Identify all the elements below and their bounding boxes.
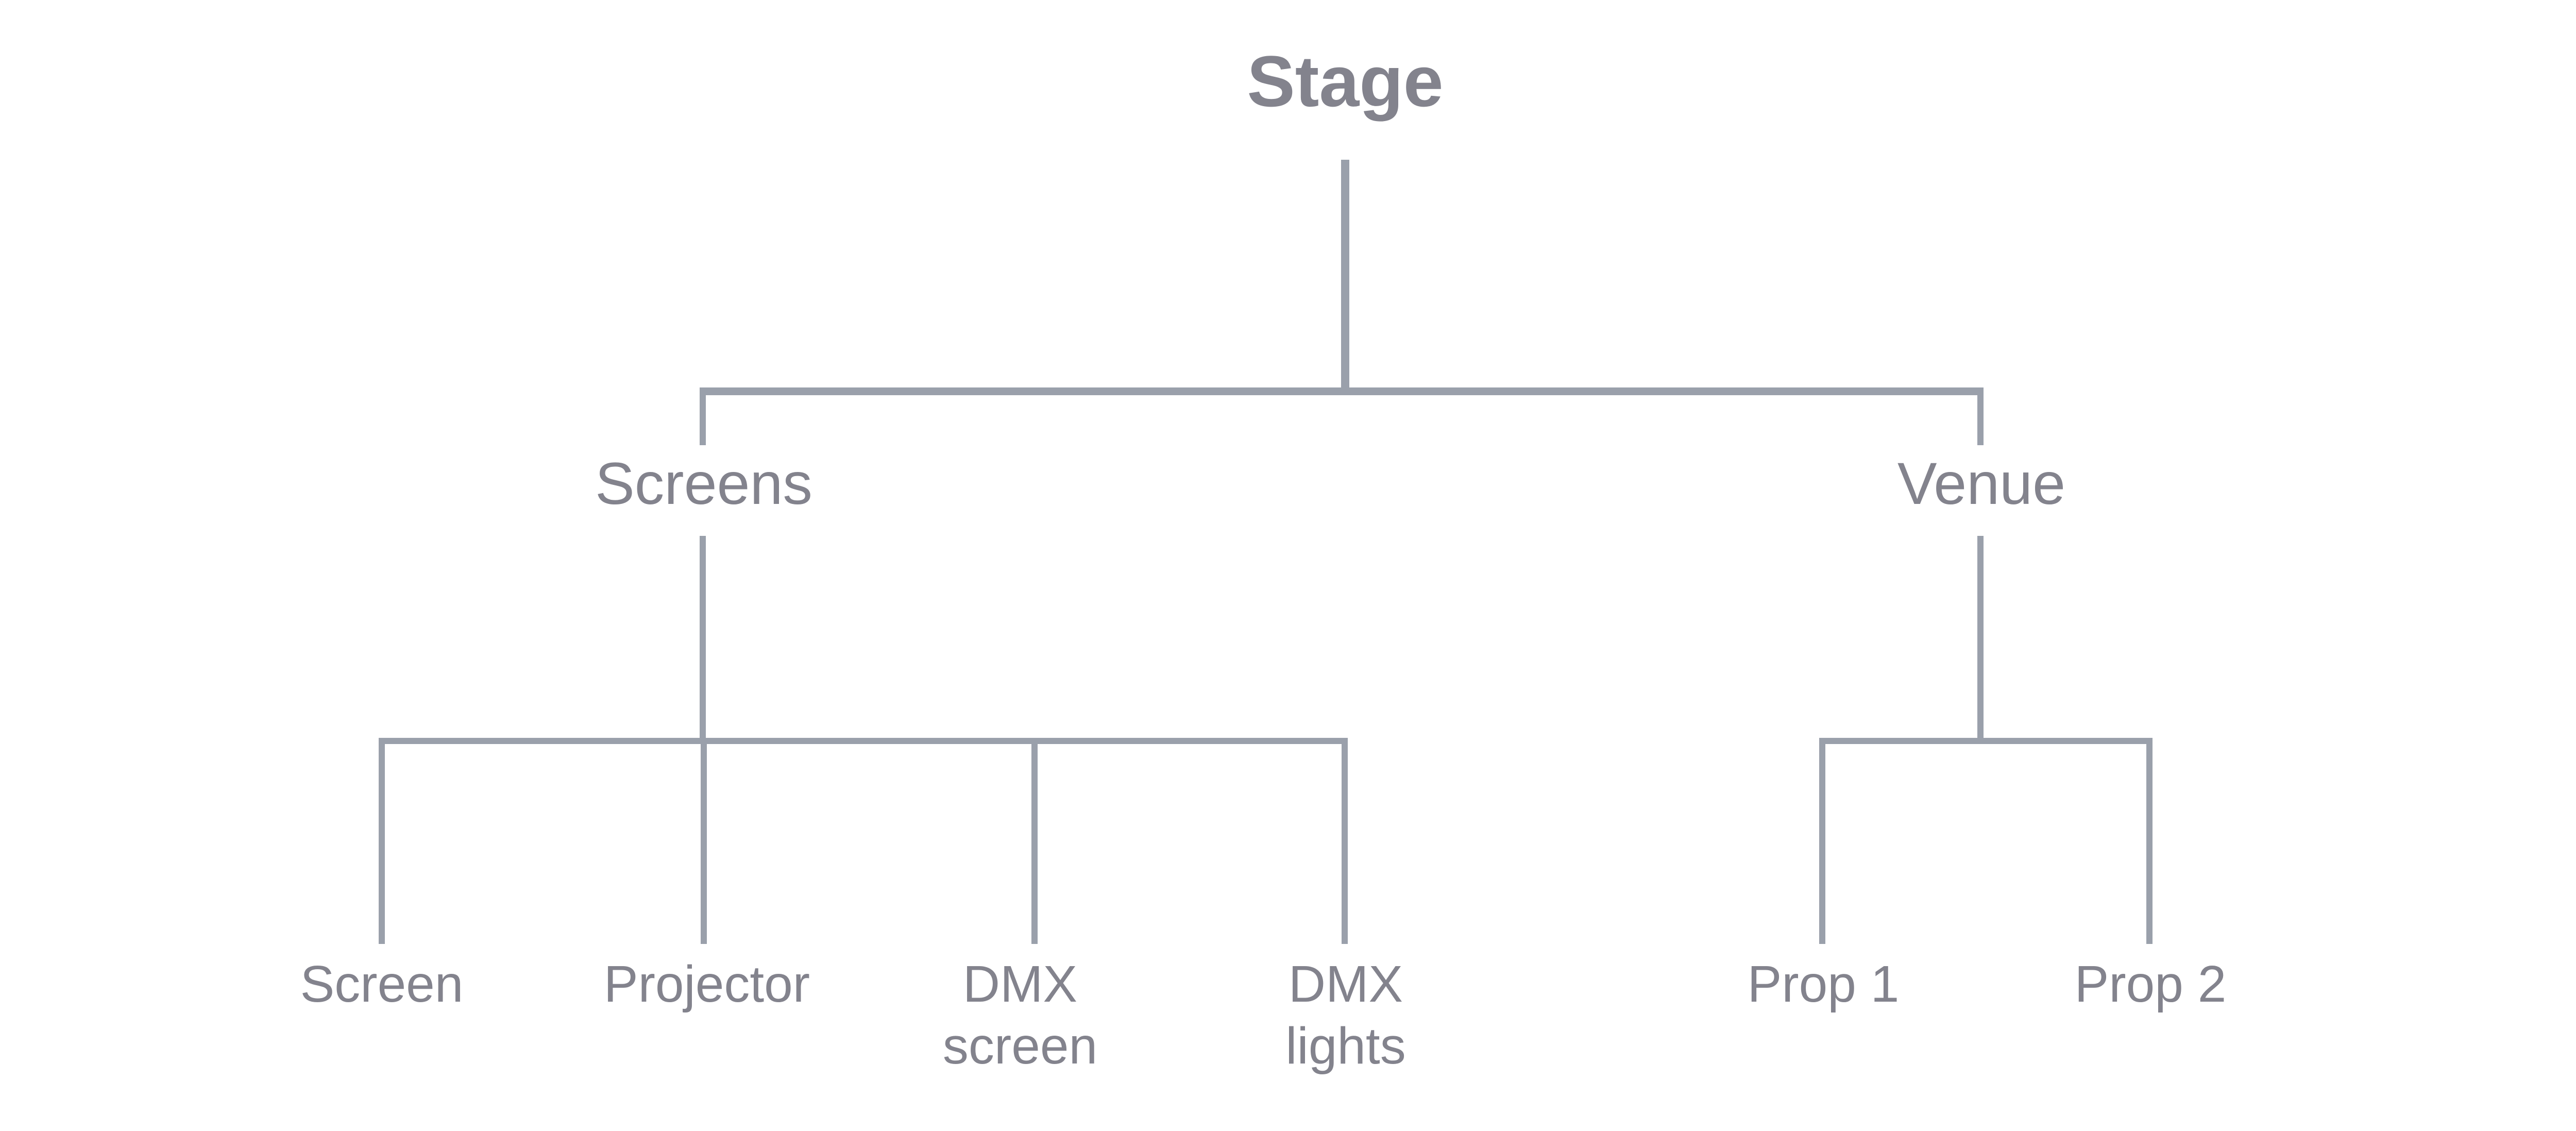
connector-dmx-screen-drop xyxy=(1031,744,1038,944)
node-stage: Stage xyxy=(1247,41,1444,122)
node-dmx-lights: DMX lights xyxy=(1285,955,1406,1075)
node-screen: Screen xyxy=(300,955,464,1013)
connector-projector-drop xyxy=(701,744,707,944)
node-projector: Projector xyxy=(603,955,810,1013)
connector-prop-1-drop xyxy=(1819,744,1825,944)
connector-screen-drop xyxy=(379,744,385,944)
connector-screens-children-horizontal xyxy=(379,738,1348,744)
node-venue: Venue xyxy=(1897,451,2066,517)
connector-venue-trunk xyxy=(1977,536,1984,738)
node-prop-1: Prop 1 xyxy=(1747,955,1900,1013)
connector-prop-2-drop xyxy=(2146,744,2153,944)
connector-venue-drop xyxy=(1977,395,1984,445)
connector-venue-children-horizontal xyxy=(1819,738,2153,744)
connector-screens-trunk xyxy=(700,536,706,738)
node-dmx-screen: DMX screen xyxy=(942,955,1098,1075)
connector-screens-drop xyxy=(700,395,706,445)
connector-dmx-lights-drop xyxy=(1342,744,1348,944)
connector-stage-trunk xyxy=(1341,160,1349,387)
connector-level1-horizontal xyxy=(700,387,1984,395)
node-screens: Screens xyxy=(595,451,812,517)
node-prop-2: Prop 2 xyxy=(2074,955,2227,1013)
